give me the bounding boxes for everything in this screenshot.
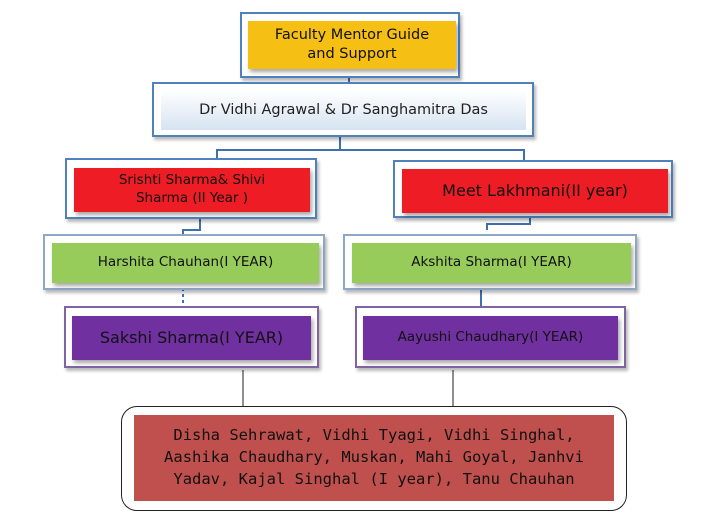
connector-right-lead-second	[486, 217, 531, 230]
members-label: Disha Sehrawat, Vidhi Tyagi, Vidhi Singh…	[164, 426, 584, 488]
connector-heads-right	[340, 149, 525, 160]
right-second-label: Akshita Sharma(I YEAR)	[411, 254, 572, 271]
left-second-label: Harshita Chauhan(I YEAR)	[97, 254, 274, 271]
right-third-node: Aayushi Chaudhary(I YEAR)	[363, 316, 618, 360]
connector-left-lead-second	[182, 217, 201, 236]
right-lead-node: Meet Lakhmani(II year)	[402, 169, 668, 213]
heads-label: Dr Vidhi Agrawal & Dr Sanghamitra Das	[199, 101, 488, 118]
heads-node: Dr Vidhi Agrawal & Dr Sanghamitra Das	[161, 90, 526, 130]
right-third-label: Aayushi Chaudhary(I YEAR)	[397, 329, 584, 346]
faculty-mentor-node: Faculty Mentor Guide and Support	[248, 21, 456, 69]
left-second-node: Harshita Chauhan(I YEAR)	[52, 243, 319, 283]
left-lead-node: Srishti Sharma& Shivi Sharma (II Year )	[74, 168, 310, 212]
connector-heads-split	[216, 137, 341, 160]
members-node: Disha Sehrawat, Vidhi Tyagi, Vidhi Singh…	[134, 415, 614, 501]
left-third-label: Sakshi Sharma(I YEAR)	[99, 327, 284, 347]
right-lead-label: Meet Lakhmani(II year)	[442, 180, 628, 200]
faculty-mentor-label: Faculty Mentor Guide and Support	[274, 27, 430, 62]
left-lead-label: Srishti Sharma& Shivi Sharma (II Year )	[118, 172, 266, 206]
left-third-node: Sakshi Sharma(I YEAR)	[72, 316, 311, 360]
right-second-node: Akshita Sharma(I YEAR)	[352, 243, 631, 283]
